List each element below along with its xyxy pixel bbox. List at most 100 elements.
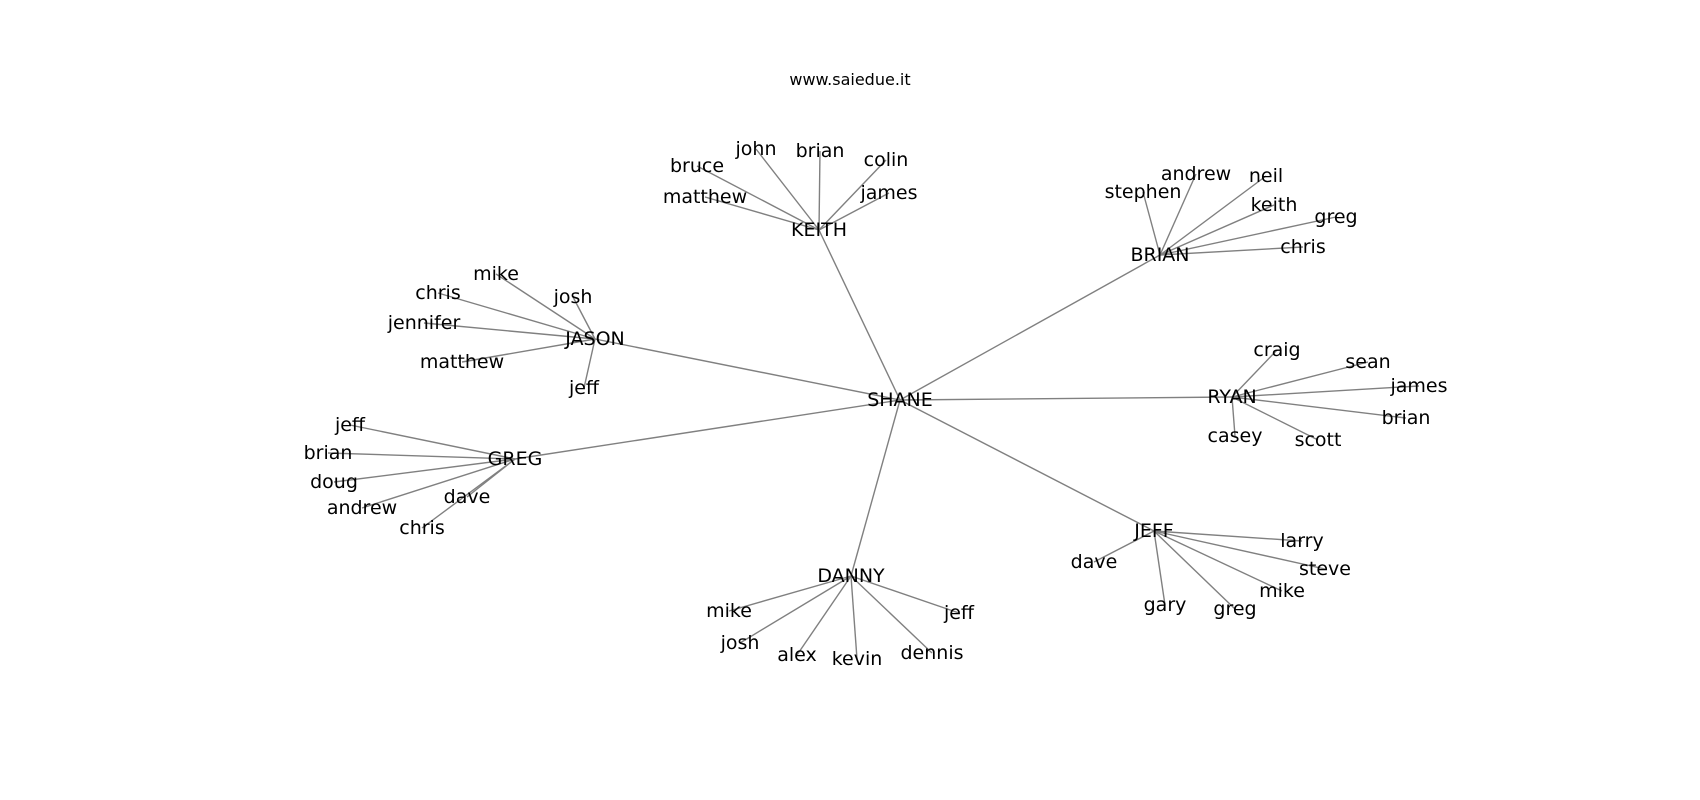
edge-ryan-scott bbox=[1231, 396, 1319, 441]
edges-layer bbox=[327, 148, 1420, 660]
edge-jason-jeff bbox=[583, 338, 596, 389]
edge-brian-keith bbox=[1159, 204, 1275, 256]
edge-jeff-gary bbox=[1153, 530, 1166, 606]
node-leaf-ryan-casey: casey bbox=[1208, 425, 1263, 447]
node-leaf-brian-greg: greg bbox=[1314, 206, 1357, 228]
node-leaf-keith-brian: brian bbox=[796, 140, 845, 162]
edge-danny-jeff bbox=[850, 575, 960, 614]
edge-greg-jeff bbox=[349, 424, 516, 460]
node-leaf-jeff-greg: greg bbox=[1213, 598, 1256, 620]
edge-keith-colin bbox=[818, 159, 887, 231]
node-hub-greg: GREG bbox=[488, 448, 543, 470]
node-center: SHANE bbox=[867, 389, 933, 411]
edge-keith-brian bbox=[818, 150, 821, 231]
edge-jason-jennifer bbox=[423, 322, 596, 340]
node-leaf-greg-brian: brian bbox=[304, 442, 353, 464]
edge-greg-brian bbox=[327, 452, 516, 460]
edge-jeff-greg bbox=[1153, 530, 1236, 610]
edge-keith-bruce bbox=[696, 165, 820, 231]
node-leaf-jason-chris: chris bbox=[415, 282, 460, 304]
node-hub-jason: JASON bbox=[564, 328, 625, 350]
node-leaf-ryan-craig: craig bbox=[1253, 339, 1300, 361]
node-leaf-jason-mike: mike bbox=[473, 263, 519, 285]
edge-jeff-mike bbox=[1153, 530, 1283, 592]
node-leaf-greg-doug: doug bbox=[310, 471, 358, 493]
node-leaf-ryan-scott: scott bbox=[1295, 429, 1342, 451]
edge-jeff-dave bbox=[1093, 530, 1155, 563]
node-hub-keith: KEITH bbox=[791, 219, 847, 241]
node-leaf-jeff-mike: mike bbox=[1259, 580, 1305, 602]
edge-jeff-larry bbox=[1153, 530, 1303, 542]
node-leaf-danny-dennis: dennis bbox=[900, 642, 963, 664]
edge-ryan-james bbox=[1231, 385, 1420, 398]
edge-jeff-steve bbox=[1153, 530, 1326, 570]
edge-danny-josh bbox=[739, 575, 852, 644]
node-leaf-ryan-brian: brian bbox=[1382, 407, 1431, 429]
node-leaf-jeff-larry: larry bbox=[1280, 530, 1323, 552]
edge-jason-mike bbox=[495, 273, 596, 340]
edge-ryan-brian bbox=[1231, 396, 1407, 419]
node-leaf-keith-bruce: bruce bbox=[670, 155, 724, 177]
edge-greg-andrew bbox=[361, 458, 516, 509]
node-leaf-jeff-steve: steve bbox=[1299, 558, 1351, 580]
node-leaf-greg-andrew: andrew bbox=[327, 497, 397, 519]
edge-jason-chris bbox=[437, 292, 596, 340]
node-leaf-danny-josh: josh bbox=[720, 632, 760, 654]
node-leaf-jason-jennifer: jennifer bbox=[387, 312, 461, 334]
node-leaf-danny-kevin: kevin bbox=[832, 648, 883, 670]
edge-brian-neil bbox=[1159, 175, 1267, 256]
node-leaf-ryan-james: james bbox=[1389, 375, 1447, 397]
edge-ryan-sean bbox=[1231, 361, 1369, 398]
edge-keith-james bbox=[818, 192, 890, 231]
node-leaf-jason-jeff: jeff bbox=[568, 377, 600, 399]
edge-center-keith bbox=[818, 229, 901, 401]
node-leaf-brian-keith: keith bbox=[1251, 194, 1298, 216]
node-leaf-keith-james: james bbox=[859, 182, 917, 204]
node-leaf-jeff-gary: gary bbox=[1144, 594, 1187, 616]
node-leaf-danny-alex: alex bbox=[777, 644, 817, 666]
node-leaf-brian-stephen: stephen bbox=[1105, 181, 1182, 203]
node-leaf-jason-matthew: matthew bbox=[420, 351, 504, 373]
edge-brian-andrew bbox=[1159, 173, 1197, 256]
node-hub-brian: BRIAN bbox=[1130, 244, 1189, 266]
edge-center-brian bbox=[899, 254, 1161, 401]
node-hub-jeff: JEFF bbox=[1133, 520, 1173, 542]
node-leaf-greg-chris: chris bbox=[399, 517, 444, 539]
edge-ryan-casey bbox=[1231, 396, 1236, 437]
node-leaf-danny-jeff: jeff bbox=[943, 602, 975, 624]
edge-greg-doug bbox=[333, 458, 516, 483]
node-leaf-keith-matthew: matthew bbox=[663, 186, 747, 208]
node-leaf-brian-chris: chris bbox=[1280, 236, 1325, 258]
node-hub-ryan: RYAN bbox=[1207, 386, 1256, 408]
edge-danny-dennis bbox=[850, 575, 933, 654]
edge-danny-mike bbox=[728, 575, 852, 612]
edge-jason-matthew bbox=[461, 338, 596, 363]
edge-jason-josh bbox=[572, 296, 596, 340]
node-leaf-ryan-sean: sean bbox=[1345, 351, 1390, 373]
edge-danny-kevin bbox=[850, 575, 858, 660]
edge-keith-john bbox=[755, 148, 820, 231]
node-leaf-keith-colin: colin bbox=[864, 149, 909, 171]
edge-keith-matthew bbox=[704, 196, 820, 231]
edge-brian-chris bbox=[1159, 246, 1304, 256]
edge-ryan-craig bbox=[1231, 349, 1278, 398]
labels-layer: SHANE KEITH bruce john brian colin matthew jame… bbox=[304, 138, 1448, 670]
node-leaf-greg-dave: dave bbox=[444, 486, 491, 508]
node-leaf-brian-neil: neil bbox=[1249, 165, 1283, 187]
edge-danny-alex bbox=[796, 575, 852, 656]
edge-brian-stephen bbox=[1142, 191, 1161, 256]
edge-greg-chris bbox=[421, 458, 516, 529]
edge-center-ryan bbox=[899, 396, 1233, 401]
node-leaf-keith-john: john bbox=[735, 138, 777, 160]
node-hub-danny: DANNY bbox=[817, 565, 885, 587]
node-leaf-brian-andrew: andrew bbox=[1161, 163, 1231, 185]
node-leaf-danny-mike: mike bbox=[706, 600, 752, 622]
edge-center-jeff bbox=[899, 399, 1155, 532]
edge-center-danny bbox=[850, 399, 901, 577]
edge-center-jason bbox=[594, 338, 901, 401]
node-leaf-jeff-dave: dave bbox=[1071, 551, 1118, 573]
node-leaf-greg-jeff: jeff bbox=[334, 414, 366, 436]
page-title: www.saiedue.it bbox=[789, 70, 911, 89]
node-leaf-jason-josh: josh bbox=[553, 286, 593, 308]
